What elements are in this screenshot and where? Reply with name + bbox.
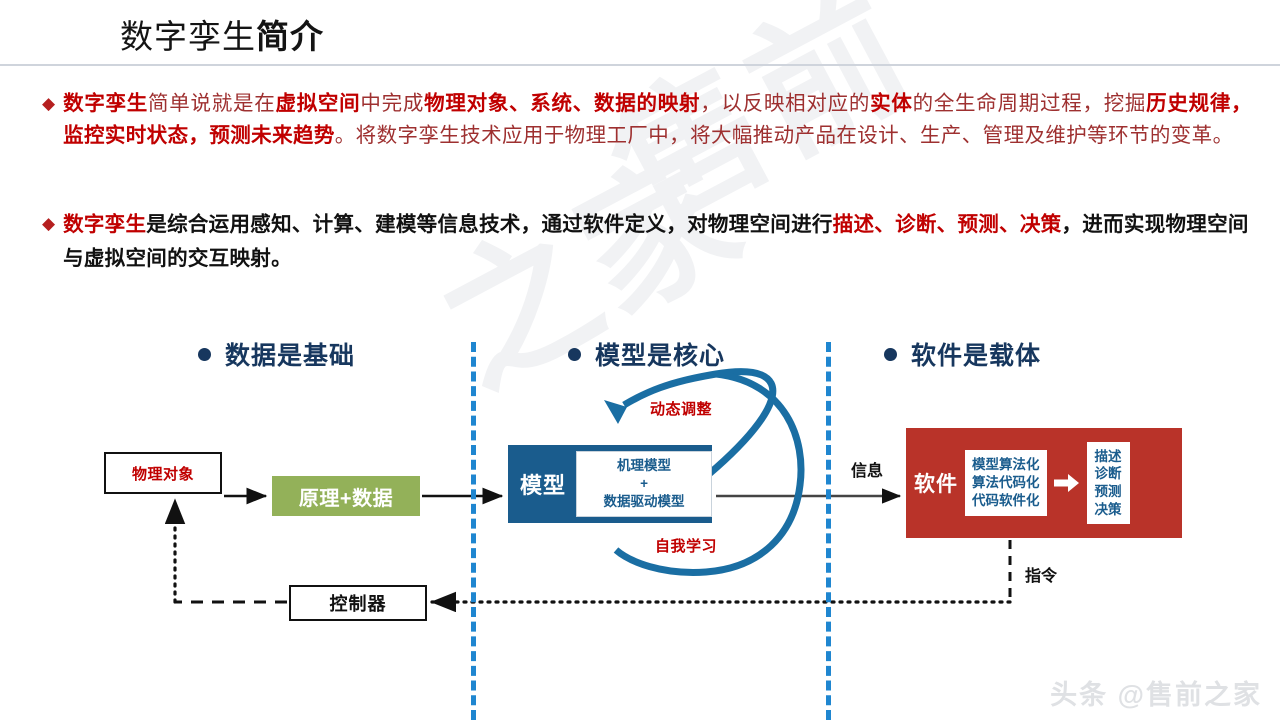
node-model-inner: 机理模型 + 数据驱动模型 — [576, 450, 712, 518]
diagram-connectors — [164, 368, 1012, 613]
bullet-paragraph-1: ◆ 数字孪生简单说就是在虚拟空间中完成物理对象、系统、数据的映射，以反映相对应的… — [42, 88, 1252, 152]
software-inner-line-3: 代码软件化 — [972, 493, 1040, 509]
arrow-right-icon — [1053, 473, 1080, 493]
section-divider-left — [471, 342, 476, 720]
model-inner-line-1: 机理模型 — [617, 457, 671, 473]
software-inner-line-2: 算法代码化 — [972, 474, 1040, 490]
bullet-marker: ◆ — [42, 94, 56, 113]
section-divider-right — [826, 342, 831, 720]
edge-label-command: 指令 — [1025, 568, 1058, 585]
section-heading-model: 模型是核心 — [568, 336, 725, 372]
node-software: 软件 模型算法化 算法代码化 代码软件化 描述 诊断 预测 决策 — [906, 428, 1182, 538]
title-bold: 简介 — [256, 20, 324, 56]
title-divider — [0, 64, 1280, 66]
model-inner-line-3: 数据驱动模型 — [603, 494, 685, 510]
credit-watermark: 头条 @售前之家 — [1050, 680, 1262, 710]
bullet-paragraph-1-text: 数字孪生简单说就是在虚拟空间中完成物理对象、系统、数据的映射，以反映相对应的实体… — [63, 93, 1253, 147]
section-heading-data: 数据是基础 — [198, 336, 355, 372]
edge-label-self-learning: 自我学习 — [655, 538, 718, 555]
node-controller: 控制器 — [289, 585, 427, 621]
software-outcome-1: 描述 — [1094, 448, 1122, 464]
software-outcome-3: 预测 — [1094, 484, 1122, 499]
node-software-label: 软件 — [914, 473, 958, 496]
edge-label-dynamic-adjust: 动态调整 — [650, 401, 713, 418]
model-inner-line-2: + — [640, 475, 648, 491]
section-heading-data-label: 数据是基础 — [225, 342, 356, 370]
node-principle-data: 原理+数据 — [272, 476, 420, 516]
node-physical-object: 物理对象 — [104, 452, 222, 494]
node-software-outcomes: 描述 诊断 预测 决策 — [1086, 441, 1130, 525]
node-software-inner: 模型算法化 算法代码化 代码软件化 — [965, 449, 1047, 517]
software-inner-line-1: 模型算法化 — [972, 456, 1040, 472]
bullet-dot-icon — [884, 347, 897, 361]
bullet-marker: ◆ — [42, 214, 56, 233]
bullet-paragraph-2: ◆ 数字孪生是综合运用感知、计算、建模等信息技术，通过软件定义，对物理空间进行描… — [42, 208, 1252, 276]
bullet-dot-icon — [568, 347, 581, 361]
title-plain: 数字孪生 — [120, 20, 256, 56]
section-heading-model-label: 模型是核心 — [595, 342, 726, 370]
node-model: 模型 机理模型 + 数据驱动模型 — [508, 445, 712, 523]
section-heading-software: 软件是载体 — [884, 336, 1041, 372]
bullet-paragraph-2-text: 数字孪生是综合运用感知、计算、建模等信息技术，通过软件定义，对物理空间进行描述、… — [63, 213, 1249, 270]
node-model-label: 模型 — [520, 473, 567, 498]
software-outcome-2: 诊断 — [1094, 466, 1122, 482]
digital-twin-diagram: 数据是基础 模型是核心 软件是载体 物理对象 原理+数据 控制器 模型 机理模型… — [0, 300, 1280, 720]
software-outcome-4: 决策 — [1094, 501, 1122, 517]
edge-label-information: 信息 — [851, 463, 884, 480]
bullet-dot-icon — [198, 347, 211, 361]
page-title: 数字孪生简介 — [120, 18, 720, 59]
section-heading-software-label: 软件是载体 — [911, 342, 1042, 370]
